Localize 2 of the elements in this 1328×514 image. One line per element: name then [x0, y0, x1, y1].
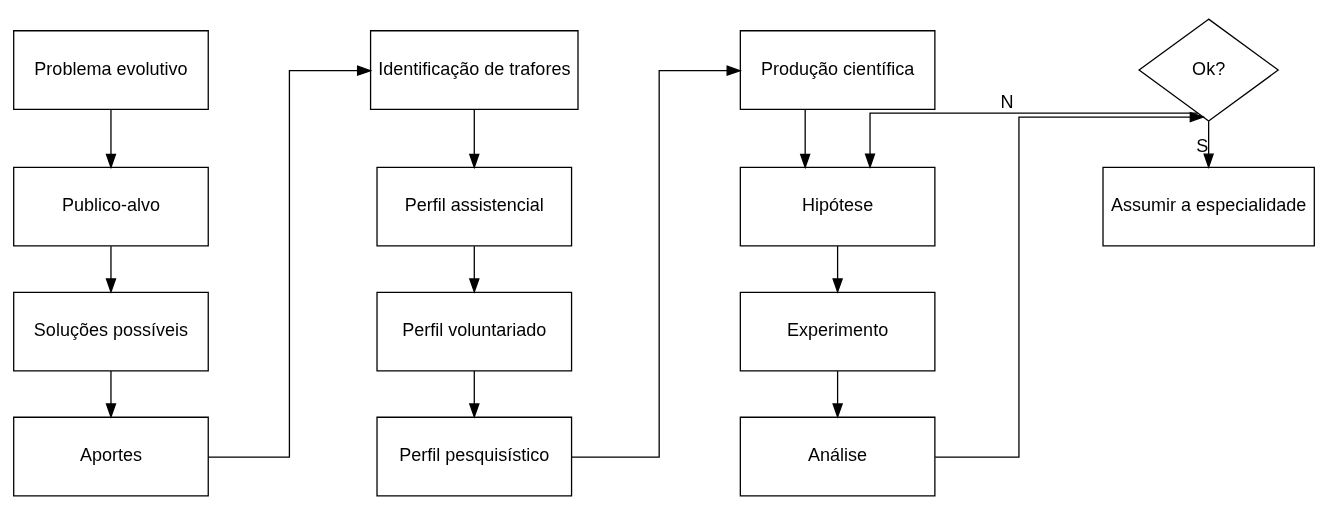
edge-label: N — [1000, 91, 1014, 112]
edge-label: S — [1196, 135, 1209, 156]
